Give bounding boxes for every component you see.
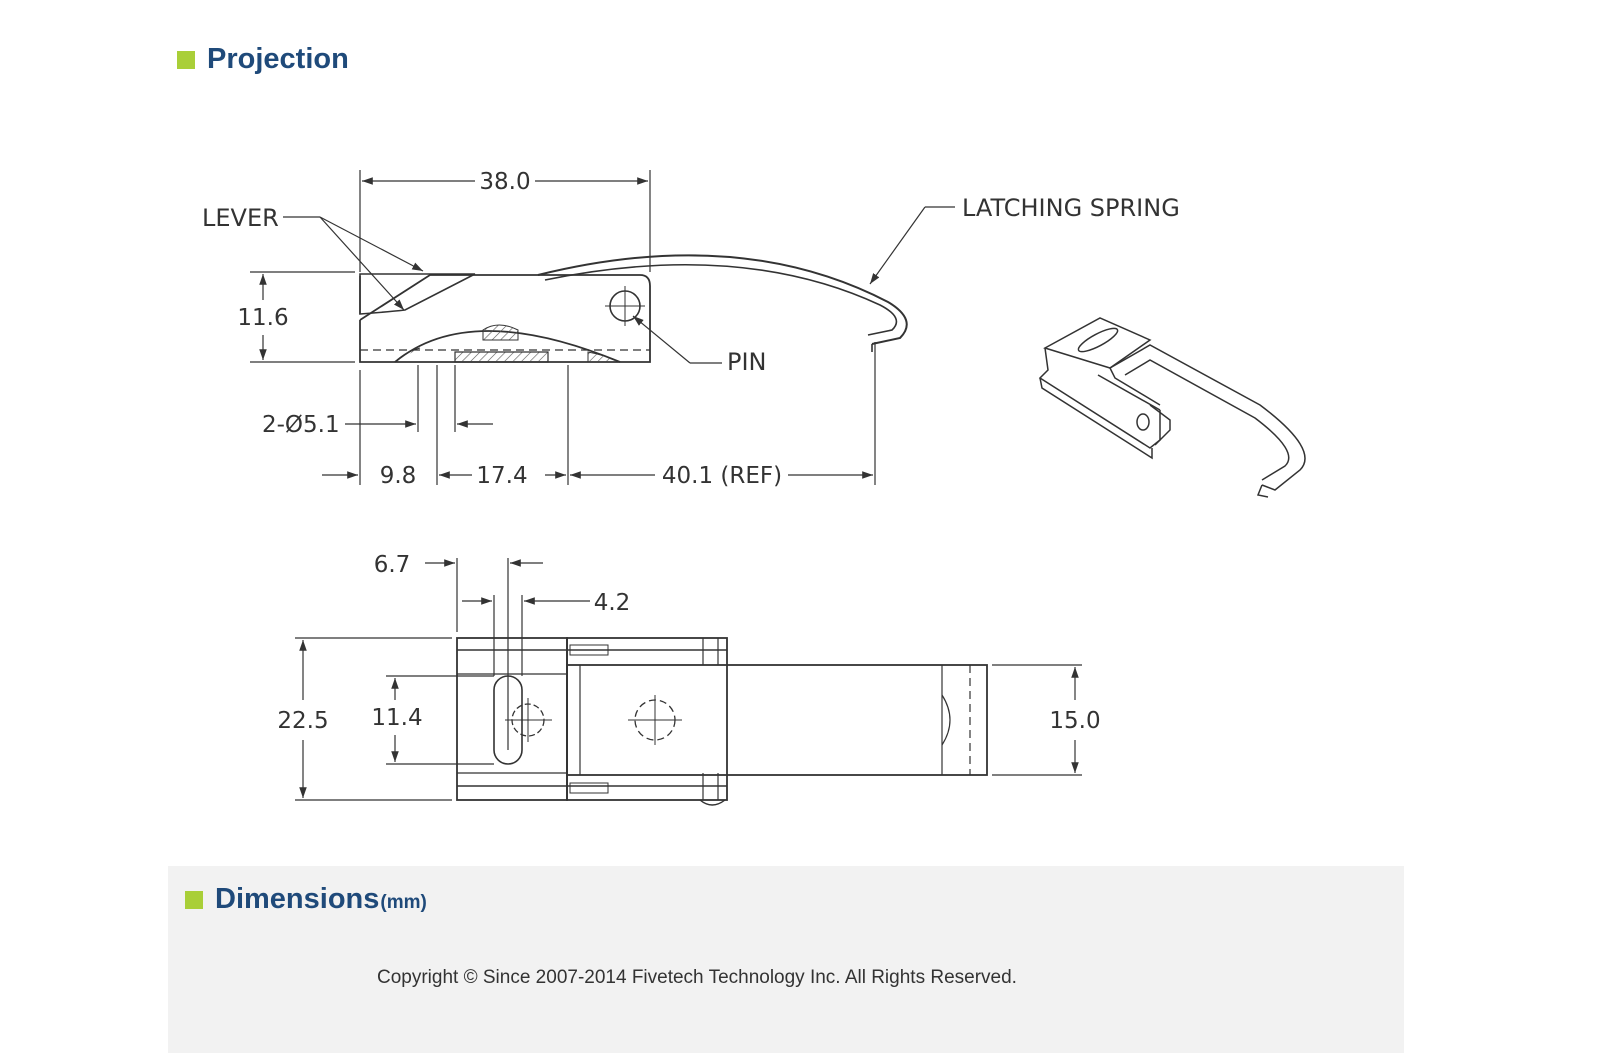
dim-overall-length: 38.0 — [479, 169, 530, 195]
dim-hole-pitch: 17.4 — [476, 463, 527, 489]
dim-overall-width: 22.5 — [277, 708, 328, 734]
dim-slot-length: 11.4 — [371, 705, 422, 731]
dim-slot-offset: 6.7 — [374, 552, 411, 578]
dim-reach: 40.1 (REF) — [662, 463, 782, 489]
dim-lever-width: 15.0 — [1049, 708, 1100, 734]
side-view: 38.0 11.6 LEVER LATCHING SPRING PIN 2-Ø5… — [202, 169, 1180, 489]
dimensions-title: Dimensions — [215, 883, 380, 915]
bullet-square-icon — [177, 50, 195, 69]
pin-label: PIN — [727, 348, 767, 376]
dimensions-unit: (mm) — [380, 891, 427, 913]
dim-slot-width: 4.2 — [594, 590, 631, 616]
technical-drawing: 38.0 11.6 LEVER LATCHING SPRING PIN 2-Ø5… — [202, 169, 1306, 806]
projection-heading: Projection — [177, 43, 349, 76]
isometric-view — [1038, 317, 1306, 498]
dim-hole-spec: 2-Ø5.1 — [262, 412, 340, 438]
top-view: 6.7 4.2 22.5 11.4 15.0 — [277, 552, 1101, 806]
dimensions-panel — [168, 866, 1404, 1053]
copyright-text: Copyright © Since 2007-2014 Fivetech Tec… — [377, 967, 1017, 988]
lever-label: LEVER — [202, 204, 279, 232]
dim-hole-offset: 9.8 — [380, 463, 417, 489]
dimensions-heading: Dimensions (mm) — [185, 883, 427, 916]
projection-title: Projection — [207, 43, 349, 75]
dim-height: 11.6 — [237, 305, 288, 331]
bullet-square-icon — [185, 890, 203, 909]
latching-spring-label: LATCHING SPRING — [962, 194, 1180, 222]
